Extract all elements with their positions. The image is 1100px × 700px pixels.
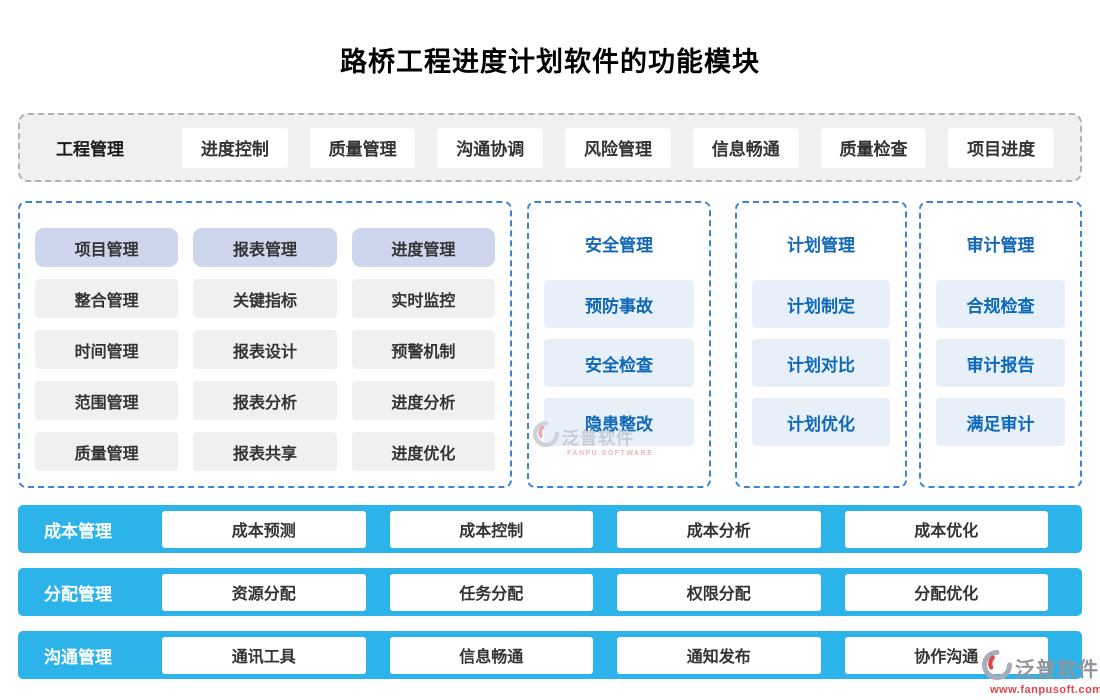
audit-item-compliance-check: 合规检查 [936,280,1065,328]
top-bar-item-quality-check: 质量检查 [820,127,927,168]
plan-panel-title: 计划管理 [787,236,855,255]
matrix-item: 预警机制 [351,330,495,369]
audit-panel-title: 审计管理 [966,236,1035,255]
allocation-item-permission: 权限分配 [617,573,821,611]
matrix-item: 报表设计 [193,330,337,369]
communication-bar-label: 沟通管理 [44,647,112,667]
cost-bar-label: 成本管理 [44,521,112,541]
matrix-header-project: 项目管理 [35,228,179,267]
safety-item-safety-inspection: 安全检查 [544,339,694,387]
top-bar-item-project-progress: 项目进度 [948,127,1055,168]
matrix-header-report: 报表管理 [193,228,337,267]
management-matrix-panel: 项目管理 报表管理 进度管理 整合管理 关键指标 实时监控 时间管理 报表设计 … [18,201,512,488]
safety-item-hazard-rectification: 隐患整改 [544,398,694,446]
communication-item-information-flow: 信息畅通 [389,636,593,674]
top-bar-item-communication: 沟通协调 [437,127,544,168]
safety-management-panel: 安全管理 预防事故 安全检查 隐患整改 [527,201,711,488]
engineering-management-bar: 工程管理 进度控制 质量管理 沟通协调 风险管理 信息畅通 质量检查 项目进度 [18,113,1082,182]
communication-item-collaboration: 协作沟通 [844,636,1048,674]
top-bar-label: 工程管理 [56,140,124,159]
audit-item-audit-satisfaction: 满足审计 [936,398,1065,446]
allocation-management-bar: 分配管理 资源分配 任务分配 权限分配 分配优化 [18,568,1082,616]
top-bar-item-information-flow: 信息畅通 [692,127,799,168]
cost-item-forecast: 成本预测 [162,510,366,548]
audit-management-panel: 审计管理 合规检查 审计报告 满足审计 [919,201,1082,488]
allocation-item-optimization: 分配优化 [844,573,1048,611]
allocation-bar-label: 分配管理 [44,584,112,604]
plan-management-panel: 计划管理 计划制定 计划对比 计划优化 [735,201,907,488]
cost-item-control: 成本控制 [389,510,593,548]
matrix-item: 整合管理 [35,279,179,318]
safety-panel-title: 安全管理 [585,236,653,255]
communication-item-notification: 通知发布 [617,636,821,674]
matrix-item: 关键指标 [193,279,337,318]
audit-item-audit-report: 审计报告 [936,339,1065,387]
allocation-item-resource: 资源分配 [162,573,366,611]
cost-management-bar: 成本管理 成本预测 成本控制 成本分析 成本优化 [18,505,1082,553]
matrix-header-progress: 进度管理 [351,228,495,267]
plan-item-plan-comparison: 计划对比 [752,339,890,387]
top-bar-item-quality-management: 质量管理 [309,127,416,168]
watermark-corner-url: www.fanpusoft.com [990,684,1100,696]
cost-item-optimization: 成本优化 [844,510,1048,548]
cost-item-analysis: 成本分析 [617,510,821,548]
allocation-item-task: 任务分配 [389,573,593,611]
communication-management-bar: 沟通管理 通讯工具 信息畅通 通知发布 协作沟通 [18,631,1082,679]
matrix-item: 进度优化 [351,432,495,471]
communication-item-tools: 通讯工具 [162,636,366,674]
matrix-item: 报表分析 [193,381,337,420]
matrix-item: 范围管理 [35,381,179,420]
matrix-item: 进度分析 [351,381,495,420]
matrix-item: 质量管理 [35,432,179,471]
top-bar-item-progress-control: 进度控制 [182,127,288,168]
plan-item-plan-making: 计划制定 [752,280,890,328]
matrix-item: 实时监控 [351,279,495,318]
matrix-item: 报表共享 [193,432,337,471]
safety-item-accident-prevention: 预防事故 [544,280,694,328]
page-title: 路桥工程进度计划软件的功能模块 [340,47,760,77]
top-bar-item-risk-management: 风险管理 [565,127,671,168]
matrix-item: 时间管理 [35,330,179,369]
plan-item-plan-optimization: 计划优化 [752,398,890,446]
